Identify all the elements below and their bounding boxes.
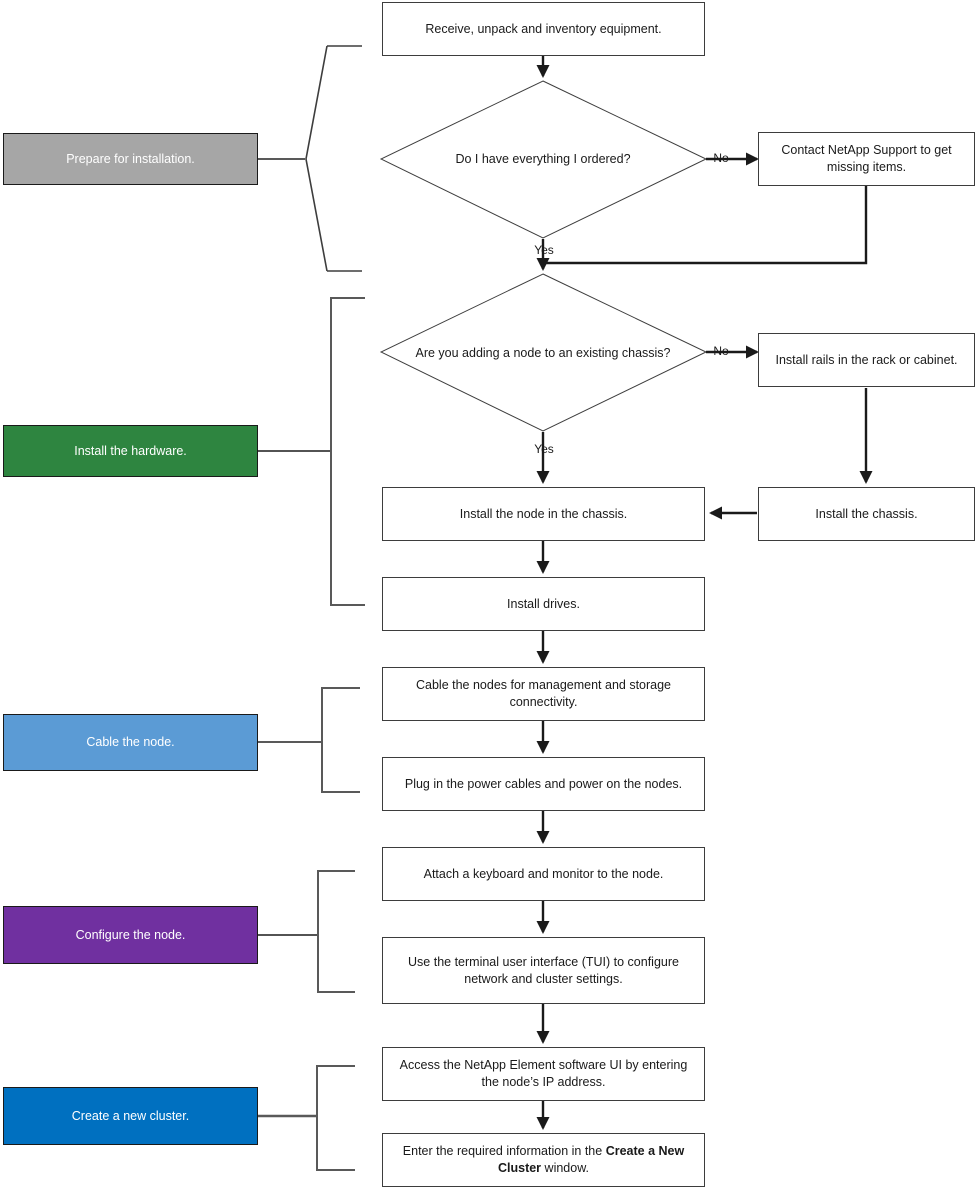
- enter-info-bold: Create a New Cluster: [497, 1144, 685, 1175]
- process-box-install-chassis[interactable]: Install the chassis.: [758, 487, 975, 541]
- phase-box-cluster[interactable]: Create a new cluster.: [3, 1087, 258, 1145]
- enter-info-prefix: Enter the required information in the: [402, 1144, 606, 1159]
- process-label-install-chassis: Install the chassis.: [815, 506, 918, 521]
- edge-label-no-2: No: [706, 344, 736, 358]
- edge-text-yes-2: Yes: [534, 442, 554, 456]
- process-box-contact-support[interactable]: Contact NetApp Support to get missing it…: [758, 132, 975, 186]
- phase-label-cable: Cable the node.: [86, 735, 175, 750]
- decision-text-adding-node: Are you adding a node to an existing cha…: [415, 345, 671, 360]
- process-label-attach-kvm: Attach a keyboard and monitor to the nod…: [423, 866, 664, 881]
- decision-label-have-everything: Do I have everything I ordered?: [413, 143, 673, 175]
- decision-text-have-everything: Do I have everything I ordered?: [455, 151, 631, 166]
- phase-label-cluster: Create a new cluster.: [71, 1108, 190, 1123]
- process-label-install-drives: Install drives.: [507, 596, 580, 611]
- process-box-install-node[interactable]: Install the node in the chassis.: [382, 487, 705, 541]
- phase-label-configure: Configure the node.: [75, 927, 186, 942]
- enter-info-suffix: window.: [541, 1161, 590, 1175]
- edge-text-no-2: No: [713, 344, 729, 358]
- process-box-install-drives[interactable]: Install drives.: [382, 577, 705, 631]
- process-box-use-tui[interactable]: Use the terminal user interface (TUI) to…: [382, 937, 705, 1004]
- connector-contact-return: [545, 186, 868, 265]
- process-label-enter-info: Enter the required information in the Cr…: [393, 1143, 694, 1177]
- process-label-contact-support: Contact NetApp Support to get missing it…: [781, 143, 952, 174]
- process-box-cable-nodes[interactable]: Cable the nodes for management and stora…: [382, 667, 705, 721]
- edge-label-yes-2: Yes: [524, 442, 564, 456]
- process-label-access-ui: Access the NetApp Element software UI by…: [399, 1058, 688, 1089]
- bracket-cable: [321, 687, 360, 793]
- process-label-use-tui: Use the terminal user interface (TUI) to…: [408, 954, 679, 986]
- process-label-power-on: Plug in the power cables and power on th…: [404, 776, 683, 791]
- process-box-attach-kvm[interactable]: Attach a keyboard and monitor to the nod…: [382, 847, 705, 901]
- phase-label-prepare: Prepare for installation.: [66, 151, 195, 166]
- edge-text-yes-1: Yes: [534, 243, 554, 257]
- process-box-install-rails[interactable]: Install rails in the rack or cabinet.: [758, 333, 975, 387]
- process-box-access-ui[interactable]: Access the NetApp Element software UI by…: [382, 1047, 705, 1101]
- phase-box-prepare[interactable]: Prepare for installation.: [3, 133, 258, 185]
- bracket-configure: [317, 870, 355, 993]
- phase-label-install: Install the hardware.: [74, 443, 187, 458]
- phase-box-configure[interactable]: Configure the node.: [3, 906, 258, 964]
- decision-label-adding-node: Are you adding a node to an existing cha…: [413, 334, 673, 372]
- process-box-receive[interactable]: Receive, unpack and inventory equipment.: [382, 2, 705, 56]
- process-box-power-on[interactable]: Plug in the power cables and power on th…: [382, 757, 705, 811]
- bracket-cluster: [316, 1065, 355, 1171]
- phase-box-cable[interactable]: Cable the node.: [3, 714, 258, 771]
- process-box-enter-info[interactable]: Enter the required information in the Cr…: [382, 1133, 705, 1187]
- process-label-install-rails: Install rails in the rack or cabinet.: [775, 352, 958, 367]
- bracket-prepare: [305, 45, 362, 272]
- process-label-install-node: Install the node in the chassis.: [459, 506, 628, 521]
- edge-label-no-1: No: [706, 151, 736, 165]
- edge-text-no-1: No: [713, 151, 729, 165]
- phase-box-install[interactable]: Install the hardware.: [3, 425, 258, 477]
- process-label-receive: Receive, unpack and inventory equipment.: [425, 21, 662, 36]
- bracket-install: [330, 297, 365, 606]
- process-label-cable-nodes: Cable the nodes for management and stora…: [415, 678, 672, 709]
- edge-label-yes-1: Yes: [524, 243, 564, 257]
